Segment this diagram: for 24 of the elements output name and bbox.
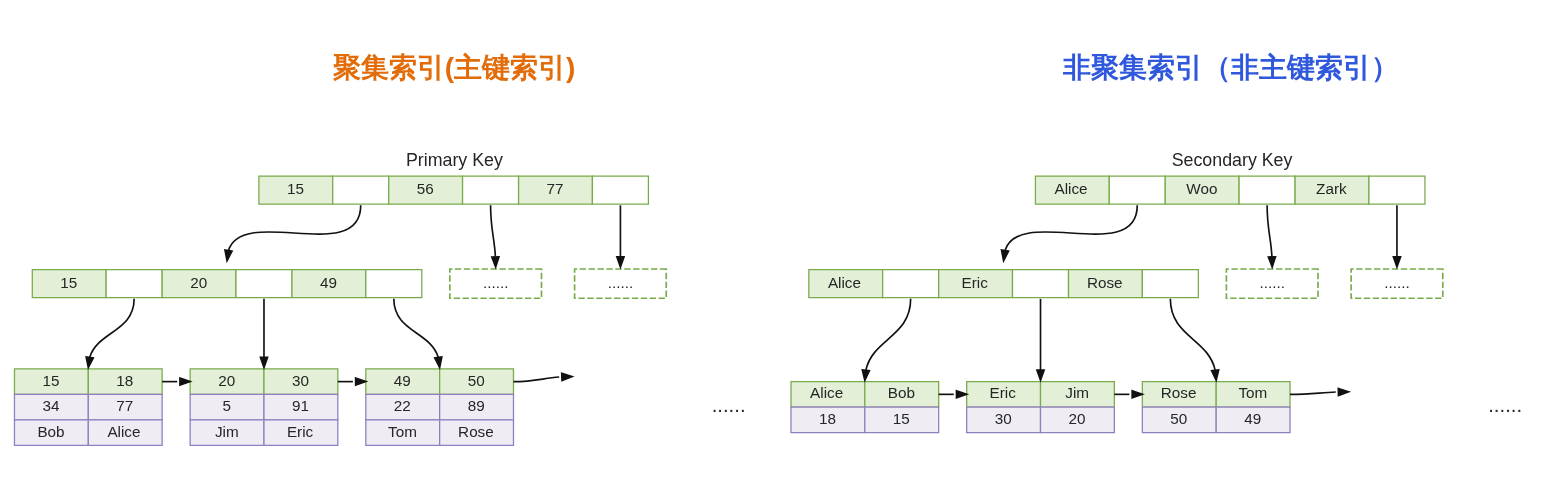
label: ...... (1488, 393, 1523, 416)
node-box: ...... (573, 267, 668, 299)
arrow (1289, 386, 1352, 397)
arrow (1000, 204, 1139, 263)
label: ...... (711, 393, 746, 416)
arrow (1035, 297, 1046, 383)
arrow (1169, 297, 1220, 383)
arrow (861, 297, 912, 383)
node-box: ...... (1350, 267, 1444, 299)
node-box: ...... (449, 267, 543, 299)
arrow (85, 297, 135, 370)
arrow (615, 204, 626, 270)
arrow (223, 204, 362, 263)
arrow (1266, 204, 1277, 270)
arrow (1392, 204, 1402, 270)
arrow (259, 297, 269, 370)
arrow (489, 204, 501, 270)
label: 聚集索引(主键索引) (332, 51, 576, 83)
node-label: Secondary Key (1171, 149, 1293, 170)
node-box: ...... (1225, 267, 1319, 299)
node-label: Primary Key (405, 149, 503, 170)
label: 非聚集索引（非主键索引） (1063, 51, 1400, 83)
arrow (393, 297, 443, 370)
arrow (512, 371, 575, 382)
